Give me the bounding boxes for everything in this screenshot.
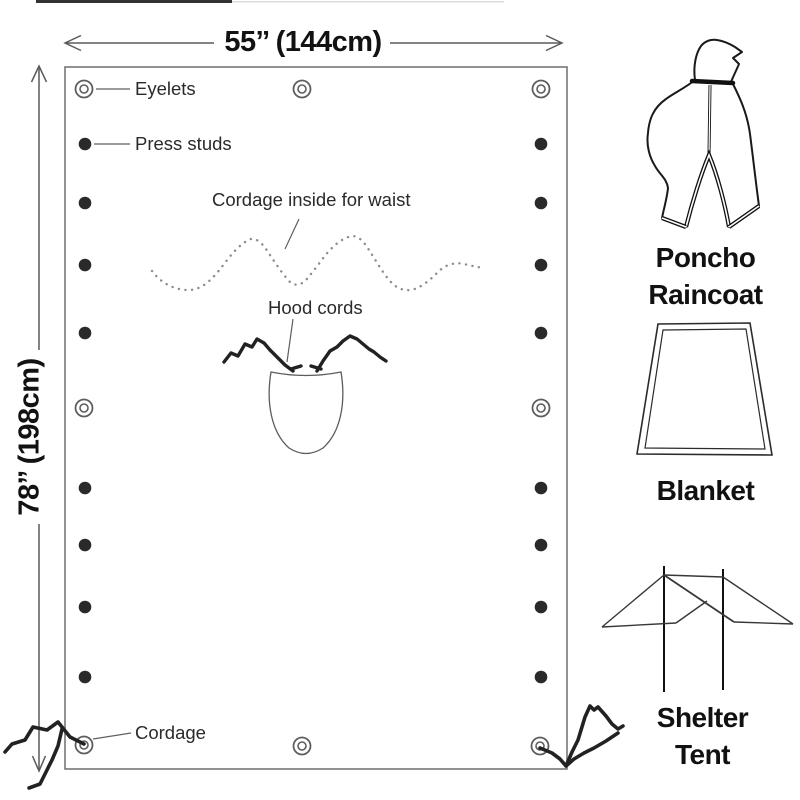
- arrowhead-down-icon: [31, 755, 47, 773]
- cordage-label: Cordage: [135, 722, 206, 743]
- corner-cordage-left: [3, 720, 86, 790]
- arrowhead-right-icon: [545, 34, 564, 52]
- press-stud-icon: [78, 600, 92, 614]
- press-stud-icon: [534, 481, 548, 495]
- press-stud-icon: [534, 538, 548, 552]
- height-dimension-label: 78’’ (198cm): [13, 358, 46, 516]
- press-stud-icon: [534, 196, 548, 210]
- eyelet-icon: [74, 79, 94, 99]
- variant-label-line: Raincoat: [648, 279, 763, 310]
- eyelet-icon: [531, 79, 551, 99]
- press-stud-icon: [534, 137, 548, 151]
- arrowhead-left-icon: [63, 34, 82, 52]
- eyelet-icon: [531, 398, 551, 418]
- press-stud-icon: [78, 538, 92, 552]
- press-studs-label: Press studs: [135, 133, 232, 154]
- shelter-tent-illustration: [601, 566, 794, 692]
- press-stud-icon: [78, 326, 92, 340]
- variant-label-line: Tent: [674, 739, 731, 770]
- leader-lines: [92, 88, 300, 740]
- poncho-collar: [689, 78, 736, 86]
- press-stud-icon: [78, 481, 92, 495]
- variant-label-shelter-tent: Shelter Tent: [610, 699, 795, 773]
- eyelet-icon: [74, 398, 94, 418]
- hood-cords-drawing: [222, 334, 388, 373]
- press-stud-icon: [534, 326, 548, 340]
- corner-cordage-right: [538, 704, 625, 768]
- hood-shape: [268, 364, 344, 455]
- top-crop-artifact: [36, 0, 504, 3]
- variant-label-line: Blanket: [656, 475, 755, 506]
- press-stud-icon: [78, 196, 92, 210]
- cordage-waist-label: Cordage inside for waist: [212, 189, 411, 210]
- variant-label-line: Poncho: [655, 242, 756, 273]
- variant-label-poncho-raincoat: Poncho Raincoat: [613, 239, 798, 313]
- variant-label-line: Shelter: [656, 702, 749, 733]
- eyelet-icon: [292, 79, 312, 99]
- press-stud-icon: [534, 600, 548, 614]
- press-stud-icon: [78, 258, 92, 272]
- blanket-illustration: [636, 322, 773, 456]
- hood-cords-label: Hood cords: [268, 297, 363, 318]
- press-stud-icon: [78, 670, 92, 684]
- eyelets-label: Eyelets: [135, 78, 196, 99]
- width-dimension-label: 55’’ (144cm): [224, 26, 382, 58]
- arrowhead-up-icon: [30, 64, 48, 83]
- waist-cordage-dotted-line: [150, 234, 485, 292]
- eyelet-icon: [292, 736, 312, 756]
- variant-label-blanket: Blanket: [613, 472, 798, 509]
- press-stud-icon: [534, 258, 548, 272]
- press-stud-icon: [534, 670, 548, 684]
- poncho-illustration: [646, 38, 761, 229]
- width-arrow: [63, 34, 564, 52]
- press-stud-icon: [78, 137, 92, 151]
- poncho-hood: [693, 38, 743, 83]
